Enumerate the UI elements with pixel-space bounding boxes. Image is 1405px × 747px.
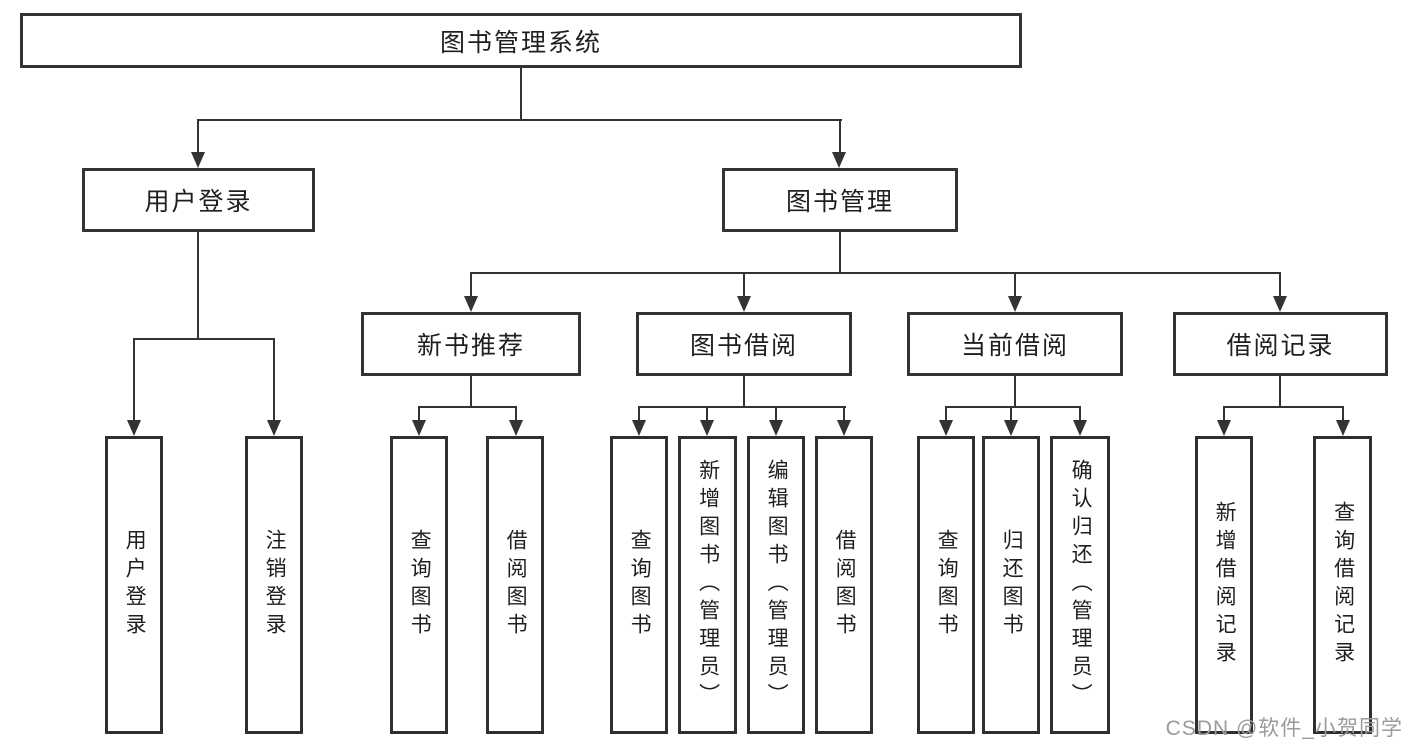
node-borrow-borrow-books: 借阅图书	[815, 436, 873, 734]
connector-line	[1279, 376, 1281, 406]
node-label: 借阅记录	[1226, 332, 1335, 360]
arrowhead-down-icon	[191, 152, 205, 168]
node-label: 查询借阅记录	[1331, 501, 1355, 669]
connector-line	[273, 338, 275, 422]
node-label: 查询图书	[628, 529, 652, 641]
arrowhead-down-icon	[1336, 420, 1350, 436]
node-book-management-system: 图书管理系统	[20, 13, 1022, 68]
node-label: 归还图书	[1000, 529, 1024, 641]
connector-line	[197, 232, 199, 338]
arrowhead-down-icon	[737, 296, 751, 312]
connector-line	[133, 338, 275, 340]
node-label: 用户登录	[123, 529, 147, 641]
node-user-login: 用户登录	[82, 168, 315, 232]
node-label: 新增借阅记录	[1213, 501, 1237, 669]
node-records-query-record: 查询借阅记录	[1313, 436, 1372, 734]
node-records-add-record: 新增借阅记录	[1195, 436, 1253, 734]
connector-line	[470, 272, 472, 298]
arrowhead-down-icon	[837, 420, 851, 436]
node-book-borrowing: 图书借阅	[636, 312, 852, 376]
connector-line	[706, 406, 708, 422]
connector-line	[470, 272, 1281, 274]
node-label: 编辑图书（管理员）	[765, 459, 789, 711]
node-label: 确认归还（管理员）	[1069, 459, 1093, 711]
connector-line	[945, 406, 947, 422]
arrowhead-down-icon	[939, 420, 953, 436]
node-current-borrowing: 当前借阅	[907, 312, 1123, 376]
connector-line	[839, 232, 841, 272]
node-label: 查询图书	[408, 529, 432, 641]
arrowhead-down-icon	[632, 420, 646, 436]
connector-line	[1342, 406, 1344, 422]
node-label: 借阅图书	[833, 529, 857, 641]
connector-line	[197, 119, 199, 154]
node-label: 图书借阅	[689, 332, 798, 360]
node-current-return-books: 归还图书	[982, 436, 1040, 734]
connector-line	[743, 272, 745, 298]
connector-line	[470, 376, 472, 406]
node-borrowing-records: 借阅记录	[1173, 312, 1388, 376]
node-label: 图书管理	[785, 188, 894, 216]
node-borrow-add-books-admin: 新增图书（管理员）	[678, 436, 737, 734]
node-label: 注销登录	[263, 529, 287, 641]
connector-line	[1014, 376, 1016, 406]
node-current-query-books: 查询图书	[917, 436, 975, 734]
node-label: 新书推荐	[416, 332, 525, 360]
arrowhead-down-icon	[412, 420, 426, 436]
node-book-management: 图书管理	[722, 168, 958, 232]
arrowhead-down-icon	[1008, 296, 1022, 312]
node-label: 新增图书（管理员）	[696, 459, 720, 711]
node-label: 用户登录	[144, 188, 253, 216]
node-rec-query-books: 查询图书	[390, 436, 448, 734]
arrowhead-down-icon	[700, 420, 714, 436]
node-label: 借阅图书	[504, 529, 528, 641]
arrowhead-down-icon	[1217, 420, 1231, 436]
connector-line	[1014, 272, 1016, 298]
node-label: 图书管理系统	[439, 28, 602, 57]
connector-line	[1223, 406, 1344, 408]
node-rec-borrow-books: 借阅图书	[486, 436, 544, 734]
arrowhead-down-icon	[1073, 420, 1087, 436]
connector-line	[945, 406, 1081, 408]
arrowhead-down-icon	[1004, 420, 1018, 436]
arrowhead-down-icon	[769, 420, 783, 436]
connector-line	[418, 406, 420, 422]
connector-line	[775, 406, 777, 422]
connector-line	[1279, 272, 1281, 298]
node-login-logout: 注销登录	[245, 436, 303, 734]
node-borrow-edit-books-admin: 编辑图书（管理员）	[747, 436, 805, 734]
arrowhead-down-icon	[832, 152, 846, 168]
arrowhead-down-icon	[509, 420, 523, 436]
arrowhead-down-icon	[267, 420, 281, 436]
arrowhead-down-icon	[127, 420, 141, 436]
connector-line	[133, 338, 135, 422]
arrowhead-down-icon	[1273, 296, 1287, 312]
node-label: 查询图书	[935, 529, 959, 641]
connector-line	[418, 406, 517, 408]
connector-line	[515, 406, 517, 422]
connector-line	[520, 68, 522, 119]
connector-line	[843, 406, 845, 422]
connector-line	[1010, 406, 1012, 422]
node-login-user-login: 用户登录	[105, 436, 163, 734]
connector-line	[638, 406, 640, 422]
connector-line	[1223, 406, 1225, 422]
node-new-book-recommendation: 新书推荐	[361, 312, 581, 376]
node-label: 当前借阅	[960, 332, 1069, 360]
connector-line	[839, 119, 841, 154]
node-borrow-query-books: 查询图书	[610, 436, 668, 734]
watermark: CSDN @软件_小贺同学	[1165, 717, 1403, 740]
connector-line	[743, 376, 745, 406]
connector-line	[1079, 406, 1081, 422]
arrowhead-down-icon	[464, 296, 478, 312]
node-current-confirm-return-admin: 确认归还（管理员）	[1050, 436, 1110, 734]
connector-line	[197, 119, 842, 121]
connector-line	[638, 406, 846, 408]
